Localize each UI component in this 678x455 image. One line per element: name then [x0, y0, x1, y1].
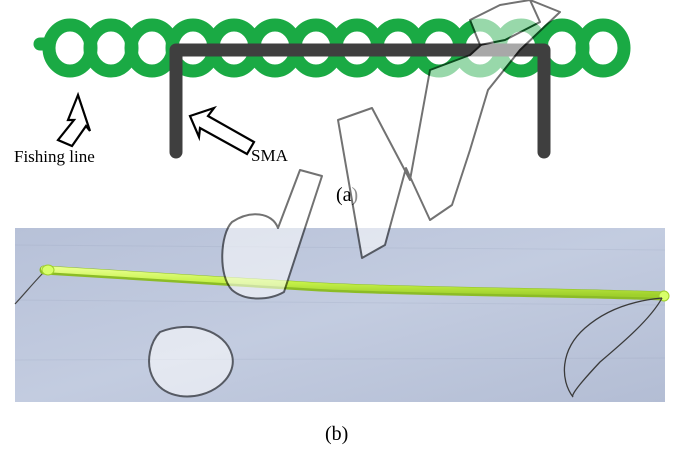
coil-loop — [575, 18, 631, 78]
coil-inner-highlight — [595, 34, 604, 62]
right-wire-loop — [563, 297, 663, 398]
caption-b: (b) — [325, 423, 348, 445]
coil-inner-highlight — [554, 34, 563, 62]
photo-texture — [14, 244, 666, 361]
twisted-fiber-highlight — [41, 266, 667, 298]
fishing-line-label: Fishing line — [14, 147, 95, 166]
left-knot — [41, 264, 55, 276]
watermark — [148, 0, 561, 398]
coil-inner-highlight — [144, 34, 153, 62]
sma-arrow — [188, 105, 256, 156]
left-thread — [14, 271, 45, 305]
panel-b: (b) — [14, 228, 670, 445]
coil-inner-highlight — [103, 34, 112, 62]
fishing-line-arrow — [56, 91, 92, 148]
sma-wire — [169, 43, 551, 159]
coil-inner-highlight — [62, 34, 71, 62]
photo-background — [15, 228, 665, 402]
sma-label: SMA — [251, 146, 289, 165]
